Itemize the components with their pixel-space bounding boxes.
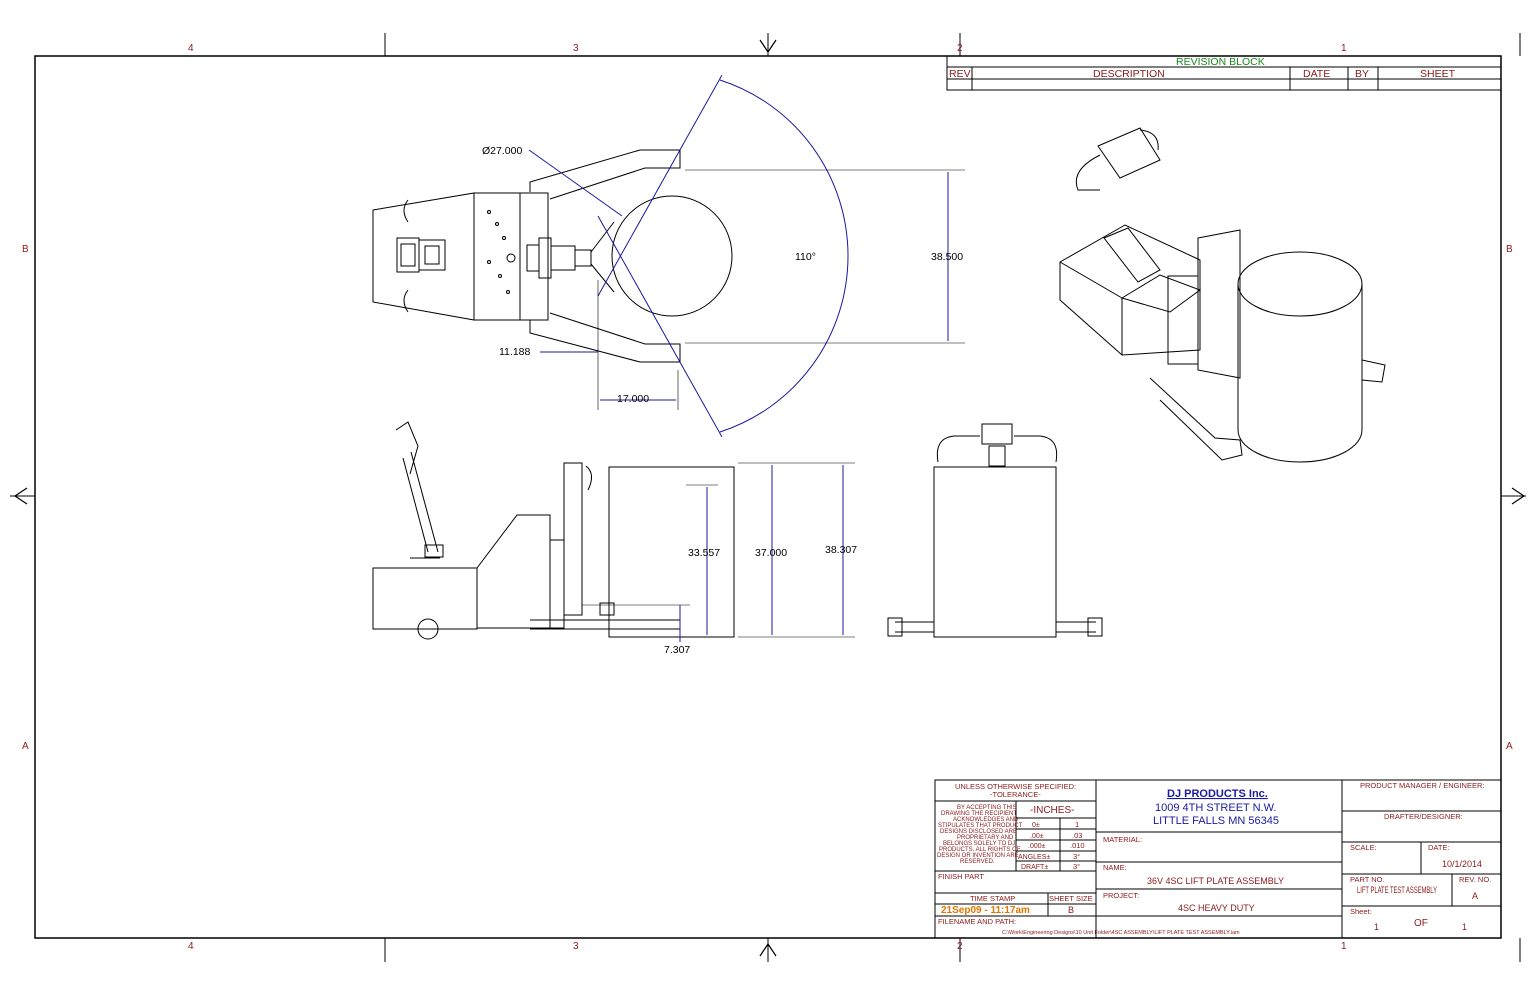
diameter-dimension: Ø27.000 <box>482 145 522 157</box>
zone-col-1-bottom: 1 <box>1341 941 1347 952</box>
zone-col-2-bottom: 2 <box>957 941 963 952</box>
sheet-total: 1 <box>1462 922 1467 932</box>
width-dimension: 38.500 <box>931 251 963 263</box>
time-stamp-value: 21Sep09 - 11:17am <box>941 905 1030 916</box>
centering-arrows <box>13 39 1526 957</box>
sheet-size-value: B <box>1068 905 1074 915</box>
disclaimer: BY ACCEPTING THIS DRAWING THE RECIPIENT … <box>937 805 1023 865</box>
title-block <box>934 779 1502 939</box>
of-label: OF <box>1414 918 1428 929</box>
tolerance-row-label: 0± <box>1032 822 1040 829</box>
sheet-border <box>10 33 1526 962</box>
revision-block-title: REVISION BLOCK <box>1176 56 1265 68</box>
height-a-dimension: 33.557 <box>688 547 720 559</box>
tolerance-row-value: 3° <box>1073 862 1080 871</box>
address-line-1: 1009 4TH STREET N.W. <box>1155 802 1276 814</box>
name-label: NAME: <box>1103 863 1127 872</box>
rev-header: REV <box>949 68 971 80</box>
height-c-dimension: 38.307 <box>825 544 857 556</box>
filename-value: C:\Work\Engineering Designs\10 Unit Fold… <box>1002 930 1240 936</box>
tolerance-row-label: .00± <box>1030 833 1044 840</box>
rev-no-value: A <box>1472 891 1478 901</box>
revision-block: REVISION BLOCK REV DESCRIPTION DATE BY S… <box>946 55 1502 91</box>
offset-b-dimension: 17.000 <box>617 393 649 405</box>
project-label: PROJECT: <box>1103 891 1139 900</box>
disclaimer-line: PRODUCTS. ALL RIGHTS OF <box>939 847 1021 853</box>
drawing-name: 36V 4SC LIFT PLATE ASSEMBLY <box>1147 876 1284 886</box>
zone-row-a-left: A <box>22 741 29 752</box>
height-b-dimension: 37.000 <box>755 547 787 559</box>
disclaimer-line: ACKNOWLEDGES AND <box>953 817 1019 823</box>
manager-label: PRODUCT MANAGER / ENGINEER: <box>1360 781 1484 790</box>
disclaimer-line: DESIGNS DISCLOSED ARE <box>940 829 1017 835</box>
drafter-label: DRAFTER/DESIGNER: <box>1384 812 1463 821</box>
part-no-value: LIFT PLATE TEST ASSEMBLY <box>1357 885 1437 896</box>
date-header: DATE <box>1303 68 1330 80</box>
top-view-dimensions <box>528 74 965 438</box>
disclaimer-line: PROPRIETARY AND <box>957 835 1014 841</box>
scale-label: SCALE: <box>1350 843 1377 852</box>
tolerance-row-value: .03 <box>1072 831 1082 840</box>
by-header: BY <box>1355 68 1369 80</box>
date-label: DATE: <box>1428 843 1450 852</box>
sheet-size-label: SHEET SIZE <box>1049 894 1093 903</box>
tolerance-row-value: 1 <box>1075 820 1079 829</box>
address-line-2: LITTLE FALLS MN 56345 <box>1153 815 1279 827</box>
isometric-view <box>1059 127 1386 463</box>
sheet-label: Sheet: <box>1350 907 1372 916</box>
finish-part-label: FINISH PART <box>938 872 984 881</box>
disclaimer-line: DRAWING THE RECIPIENT <box>941 811 1017 817</box>
zone-col-3-top: 3 <box>573 43 579 54</box>
zone-col-4-top: 4 <box>188 43 194 54</box>
spec-title: UNLESS OTHERWISE SPECIFIED: <box>955 782 1076 791</box>
disclaimer-line: BY ACCEPTING THIS <box>957 805 1016 811</box>
top-view <box>372 149 733 363</box>
zone-col-1-top: 1 <box>1341 43 1347 54</box>
units-label: -INCHES- <box>1030 805 1074 816</box>
angle-dimension: 110° <box>795 251 816 263</box>
side-view <box>372 421 735 640</box>
zone-col-2-top: 2 <box>957 43 963 54</box>
tolerance-row-value: 3° <box>1073 852 1080 861</box>
rev-no-label: REV. NO. <box>1459 875 1491 884</box>
sheet-header: SHEET <box>1420 68 1456 80</box>
zone-col-3-bottom: 3 <box>573 941 579 952</box>
zone-col-4-bottom: 4 <box>188 941 194 952</box>
project-name: 4SC HEAVY DUTY <box>1178 903 1255 913</box>
offset-a-dimension: 11.188 <box>499 346 530 358</box>
material-label: MATERIAL: <box>1103 835 1142 844</box>
description-header: DESCRIPTION <box>1093 68 1165 80</box>
zone-row-b-left: B <box>22 244 29 255</box>
zone-row-b-right: B <box>1506 244 1513 255</box>
zone-row-a-right: A <box>1506 741 1513 752</box>
disclaimer-line: STIPULATES THAT PRODUCT <box>938 823 1023 829</box>
date-value: 10/1/2014 <box>1442 859 1482 869</box>
tolerance-label: -TOLERANCE- <box>990 790 1041 799</box>
side-view-dimensions <box>679 462 855 642</box>
company-name: DJ PRODUCTS Inc. <box>1167 788 1268 800</box>
tolerance-row-label: DRAFT± <box>1021 864 1048 871</box>
filename-label: FILENAME AND PATH: <box>938 917 1016 926</box>
tolerance-row-label: .000± <box>1028 843 1046 850</box>
disclaimer-line: DESIGN OR INVENTION ARE <box>937 853 1019 859</box>
tolerance-row-value: .010 <box>1070 841 1085 850</box>
bottom-dimension: 7.307 <box>664 644 690 656</box>
tolerance-row-label: ANGLES± <box>1018 854 1050 861</box>
sheet-number: 1 <box>1374 922 1379 932</box>
disclaimer-line: BELONGS SOLELY TO DJ <box>943 841 1015 847</box>
time-stamp-label: TIME STAMP <box>970 894 1015 903</box>
part-no-label: PART NO. <box>1350 875 1385 884</box>
front-view <box>887 423 1103 638</box>
disclaimer-line: RESERVED. <box>960 859 995 865</box>
